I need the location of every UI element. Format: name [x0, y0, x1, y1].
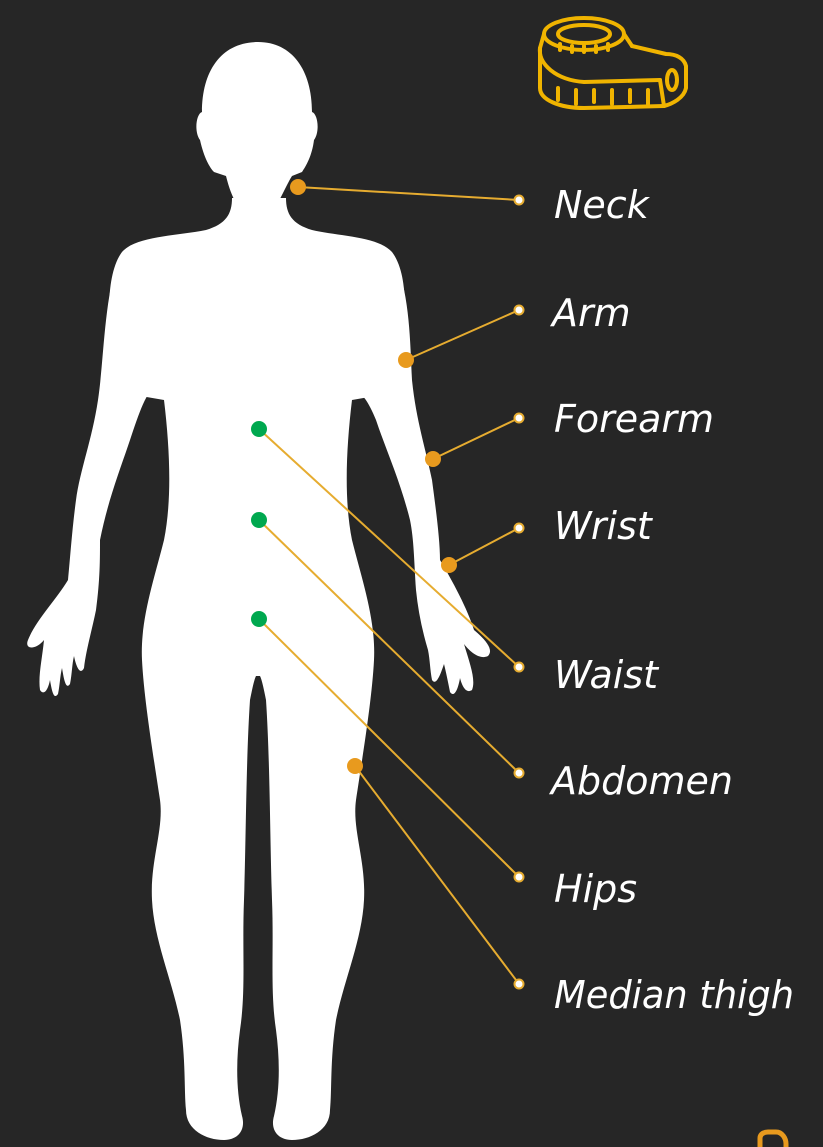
- label-median-thigh: Median thigh: [554, 973, 794, 1017]
- endpoint-dot: [515, 196, 524, 205]
- label-arm: Arm: [549, 291, 631, 335]
- body-silhouette: [27, 42, 490, 1140]
- endpoint-dot: [515, 663, 524, 672]
- marker-dot: [425, 451, 441, 467]
- marker-dot: [251, 512, 267, 528]
- leader-line: [449, 528, 519, 565]
- marker-dot: [398, 352, 414, 368]
- annotation-arm: Arm: [398, 291, 631, 368]
- endpoint-dot: [515, 873, 524, 882]
- label-hips: Hips: [554, 867, 637, 911]
- corner-logo-mark: [760, 1132, 786, 1147]
- marker-dot: [441, 557, 457, 573]
- label-wrist: Wrist: [554, 504, 654, 548]
- label-abdomen: Abdomen: [548, 759, 733, 803]
- annotation-neck: Neck: [290, 179, 651, 227]
- endpoint-dot: [515, 414, 524, 423]
- leader-line: [355, 766, 519, 984]
- label-neck: Neck: [554, 183, 651, 227]
- label-waist: Waist: [554, 653, 660, 697]
- label-forearm: Forearm: [554, 397, 714, 441]
- endpoint-dot: [515, 769, 524, 778]
- annotation-forearm: Forearm: [425, 397, 714, 467]
- marker-dot: [347, 758, 363, 774]
- annotation-wrist: Wrist: [441, 504, 654, 573]
- leader-line: [433, 418, 519, 459]
- tape-measure-icon: [540, 18, 686, 108]
- marker-dot: [251, 421, 267, 437]
- endpoint-dot: [515, 524, 524, 533]
- marker-dot: [290, 179, 306, 195]
- endpoint-dot: [515, 306, 524, 315]
- leader-line: [298, 187, 519, 200]
- leader-line: [406, 310, 519, 360]
- marker-dot: [251, 611, 267, 627]
- endpoint-dot: [515, 980, 524, 989]
- torso-and-legs: [109, 198, 404, 320]
